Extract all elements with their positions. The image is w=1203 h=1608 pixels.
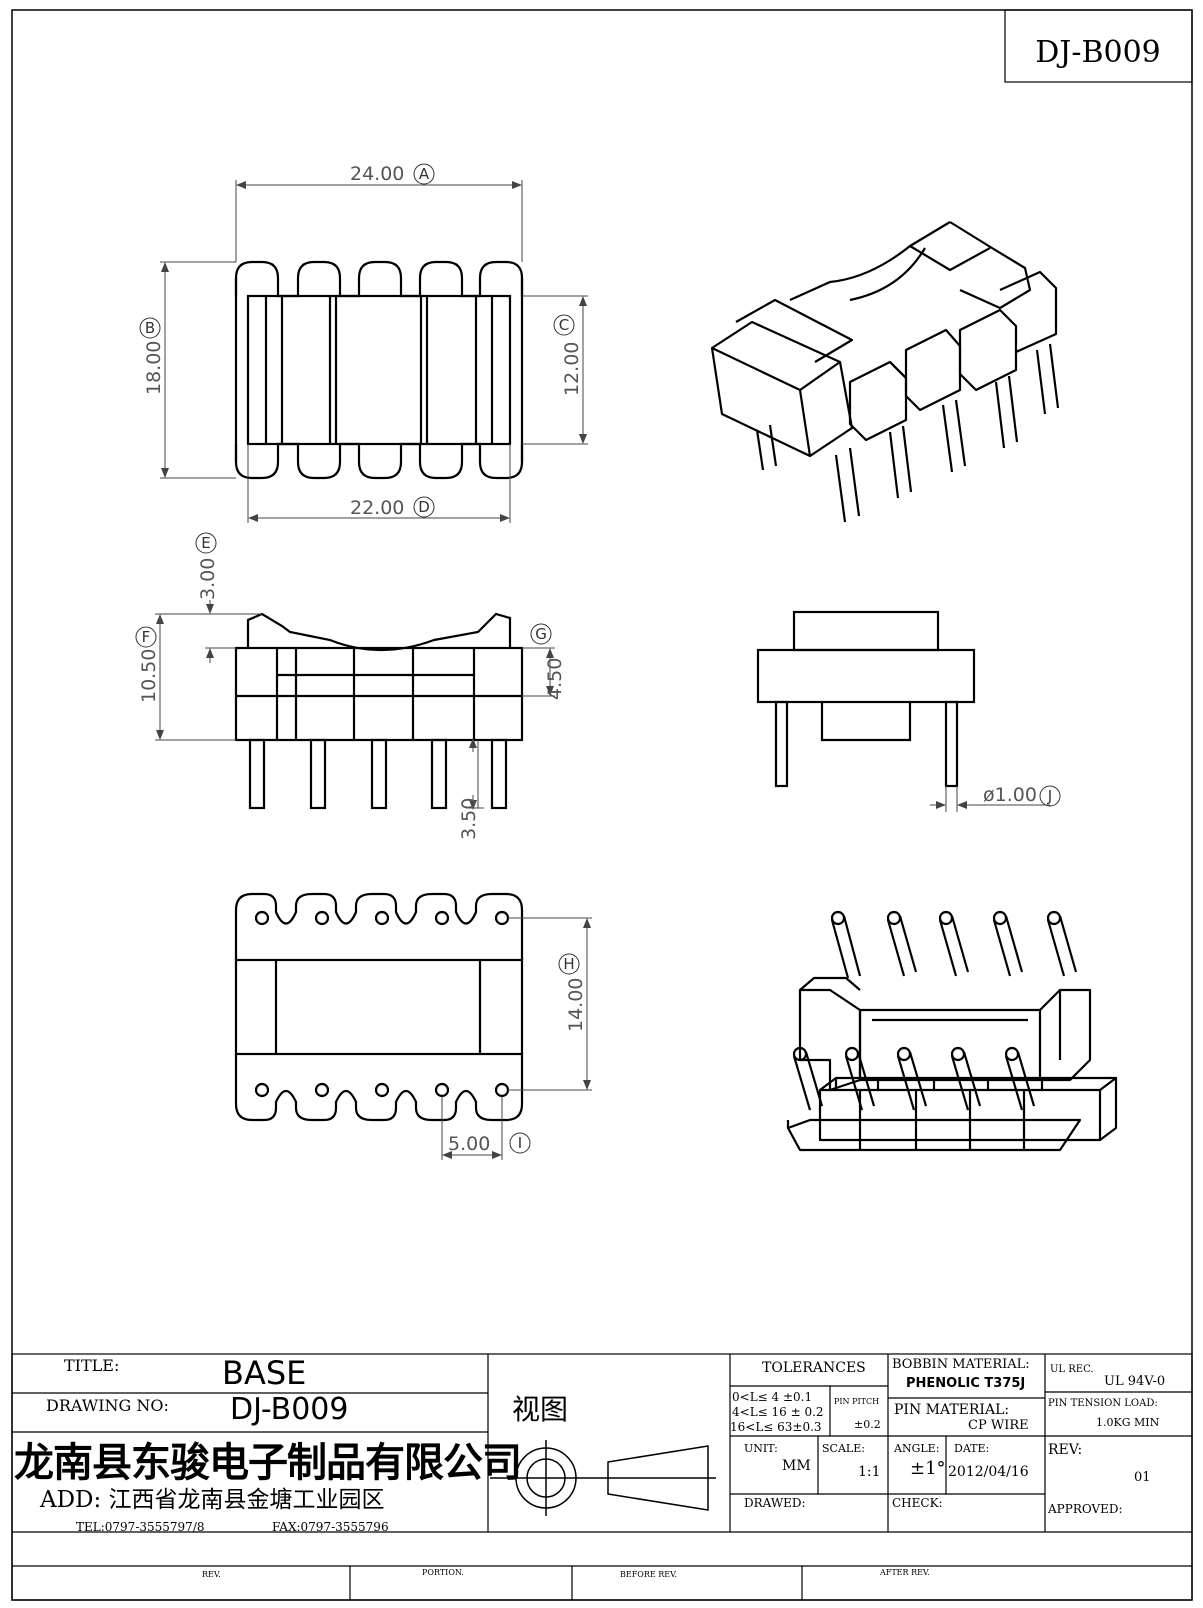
ul-value: UL 94V-0 xyxy=(1104,1374,1166,1389)
company-tel: TEL:0797-3555797/8 xyxy=(76,1520,205,1534)
tol-row-2: 4<L≤ 16 ± 0.2 xyxy=(732,1405,824,1419)
svg-text:C: C xyxy=(559,316,569,334)
tol-row-1: 0<L≤ 4 ±0.1 xyxy=(732,1390,813,1404)
svg-text:A: A xyxy=(419,165,430,183)
bobbin-material-value: PHENOLIC T375J xyxy=(906,1376,1026,1391)
drawing-code-box: DJ-B009 xyxy=(1004,9,1193,83)
pin-pitch-value: ±0.2 xyxy=(854,1418,881,1431)
pin-pitch-label: PIN PITCH xyxy=(834,1397,880,1406)
svg-text:H: H xyxy=(563,955,574,973)
svg-text:G: G xyxy=(535,625,547,643)
side-view-dimensions xyxy=(930,786,1050,812)
svg-text:18.00: 18.00 xyxy=(143,341,165,395)
scale-value: 1:1 xyxy=(858,1464,881,1480)
pin-material-value: CP WIRE xyxy=(968,1418,1029,1433)
approved-label: APPROVED: xyxy=(1048,1502,1123,1516)
rev-row-portion: PORTION. xyxy=(422,1568,464,1577)
svg-text:B: B xyxy=(145,319,155,337)
title-block xyxy=(11,1353,1193,1601)
svg-text:F: F xyxy=(142,628,151,646)
unit-value: MM xyxy=(782,1458,811,1474)
unit-label: UNIT: xyxy=(744,1442,778,1455)
svg-text:5.00: 5.00 xyxy=(448,1133,490,1155)
rev-value: 01 xyxy=(1134,1470,1151,1485)
company-address: ADD: 江西省龙南县金塘工业园区 xyxy=(40,1487,385,1513)
ul-label: UL REC. xyxy=(1050,1364,1094,1375)
svg-text:3.00: 3.00 xyxy=(197,558,219,600)
bobbin-material-label: BOBBIN MATERIAL: xyxy=(892,1357,1030,1372)
dim-C: 12.00 C xyxy=(553,314,583,396)
drawed-label: DRAWED: xyxy=(744,1496,806,1510)
tolerances-label: TOLERANCES xyxy=(762,1360,866,1376)
dim-J: ø1.00 J xyxy=(983,784,1061,807)
company-fax: FAX:0797-3555796 xyxy=(272,1520,389,1534)
pin-material-label: PIN MATERIAL: xyxy=(894,1402,1010,1418)
svg-text:E: E xyxy=(201,534,210,552)
side-view xyxy=(756,610,976,788)
front-view-dimensions xyxy=(155,600,555,810)
angle-label: ANGLE: xyxy=(894,1442,940,1455)
svg-text:22.00: 22.00 xyxy=(350,497,404,519)
svg-text:24.00: 24.00 xyxy=(350,163,404,185)
svg-text:14.00: 14.00 xyxy=(565,978,587,1032)
angle-value: ±1° xyxy=(910,1458,946,1479)
top-view-dimensions xyxy=(160,180,588,523)
svg-text:ø1.00: ø1.00 xyxy=(983,784,1037,806)
top-view xyxy=(234,260,524,480)
iso-view-bottom xyxy=(786,910,1118,1152)
date-value: 2012/04/16 xyxy=(948,1464,1029,1480)
pin-tension-value: 1.0KG MIN xyxy=(1096,1416,1160,1429)
rev-row-after: AFTER REV. xyxy=(880,1568,930,1577)
dim-I: 5.00 I xyxy=(448,1132,531,1155)
pin-tension-label: PIN TENSION LOAD: xyxy=(1048,1398,1158,1409)
dim-H: 14.00 H xyxy=(558,953,587,1032)
drawing-code: DJ-B009 xyxy=(1035,35,1161,70)
title-label: TITLE: xyxy=(64,1356,120,1375)
tol-row-3: 16<L≤ 63±0.3 xyxy=(730,1420,822,1434)
front-view xyxy=(234,612,524,810)
svg-text:I: I xyxy=(518,1134,522,1152)
dim-E: 3.00 E xyxy=(195,532,219,600)
svg-text:12.00: 12.00 xyxy=(561,342,583,396)
company-name: 龙南县东骏电子制品有限公司 xyxy=(14,1439,522,1486)
rev-label: REV: xyxy=(1048,1442,1083,1458)
bottom-view-dimensions xyxy=(441,917,592,1160)
view-label: 视图 xyxy=(512,1393,569,1426)
dim-B: 18.00 B xyxy=(139,317,165,395)
dim-pin-length: 3.50 xyxy=(458,798,480,840)
bottom-view xyxy=(234,892,524,1122)
svg-text:D: D xyxy=(418,498,430,516)
svg-text:10.50: 10.50 xyxy=(138,649,160,703)
svg-text:4.50: 4.50 xyxy=(544,658,566,700)
dim-D: 22.00 D xyxy=(350,496,435,519)
dim-A: 24.00 A xyxy=(350,163,435,185)
check-label: CHECK: xyxy=(892,1496,943,1510)
rev-row-rev: REV. xyxy=(202,1570,221,1579)
drawing-no-label: DRAWING NO: xyxy=(46,1396,169,1415)
dim-G: 4.50 G xyxy=(530,623,566,700)
scale-label: SCALE: xyxy=(822,1442,865,1455)
title-value: BASE xyxy=(222,1354,307,1392)
rev-row-before: BEFORE REV. xyxy=(620,1570,678,1579)
date-label: DATE: xyxy=(954,1442,990,1455)
svg-text:J: J xyxy=(1047,787,1052,805)
projection-symbol xyxy=(490,1440,716,1516)
dim-F: 10.50 F xyxy=(135,626,160,703)
svg-text:3.50: 3.50 xyxy=(458,798,480,840)
drawing-no-value: DJ-B009 xyxy=(230,1392,349,1427)
iso-view-top xyxy=(710,221,1060,523)
